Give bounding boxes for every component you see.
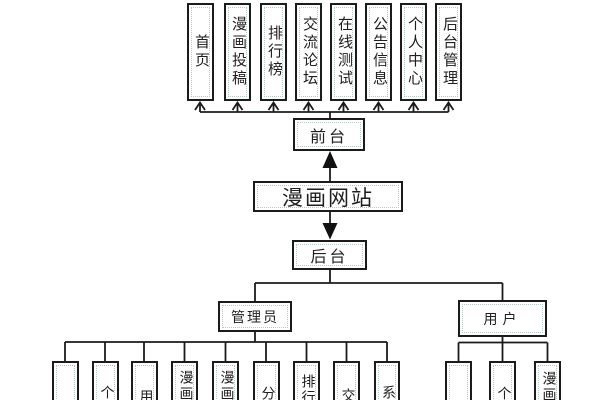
front-module-forum: 交流论坛 [295,3,322,101]
node-label: 公告信息 [371,16,387,88]
front-module-ranking: 排行榜 [260,3,287,101]
node-label: 漫画 [540,371,556,400]
node-label: 漫画 [177,370,193,400]
admin-sub-box-4: 漫画 [171,361,198,400]
node-label: 交 [339,388,355,400]
node-label: 前台 [309,128,348,146]
admin-sub-box-1 [52,361,79,400]
admin-sub-box-5: 漫画 [212,361,239,400]
admin-sub-box-2: 个 [92,361,119,400]
node-label: 系 [380,385,395,400]
arrow-up-to-front-stage [322,151,338,168]
node-label: 在线测试 [336,16,352,88]
front-module-online-test: 在线测试 [330,3,357,101]
node-front-stage: 前台 [293,118,365,151]
user-sub-box-2: 个 [489,361,516,400]
admin-sub-box-3: 用 [131,361,158,400]
node-label: 个 [495,386,511,400]
node-label: 个人中心 [406,16,422,88]
front-module-comic-submission: 漫画投稿 [224,3,251,101]
arrow-down-to-back-stage [322,223,338,240]
front-module-home: 首页 [187,3,214,101]
front-module-personal-center: 个人中心 [400,3,427,101]
admin-sub-box-7: 排行 [293,361,320,400]
node-label: 排行榜 [266,25,282,79]
node-label: 用 [137,389,153,400]
admin-sub-box-8: 交 [333,361,360,400]
node-label: 后台管理 [441,16,457,88]
node-label: 管理员 [231,310,279,326]
node-user: 用户 [458,300,547,337]
user-sub-box-1 [445,361,472,400]
admin-sub-box-9: 系 [374,361,400,400]
node-label: 后台 [310,249,349,266]
node-label: 交流论坛 [301,16,317,88]
node-website-root: 漫画网站 [253,181,403,212]
node-back-stage: 后台 [292,240,367,270]
node-label: 漫画投稿 [230,16,246,88]
node-label: 首页 [193,34,209,70]
node-label: 漫画 [218,370,234,400]
admin-sub-box-6: 分 [253,361,280,400]
node-label: 排行 [299,374,315,400]
user-sub-box-3: 漫画 [534,361,561,400]
front-module-backend-admin: 后台管理 [435,3,462,101]
front-module-announcements: 公告信息 [365,3,392,101]
node-admin: 管理员 [218,301,292,332]
node-label: 漫画网站 [282,185,374,210]
node-label: 分 [259,386,275,400]
node-label: 用户 [483,312,522,328]
node-label: 个 [98,385,114,400]
